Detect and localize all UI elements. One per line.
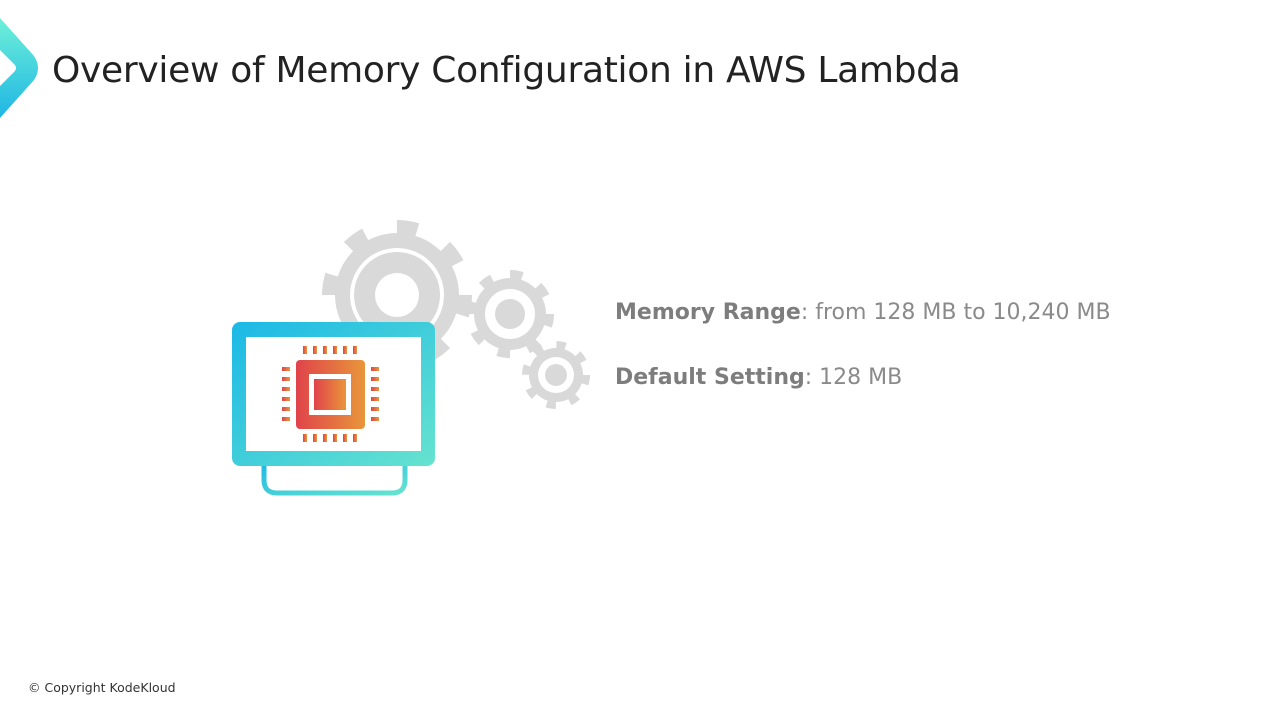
- memory-range-point: Memory Range: from 128 MB to 10,240 MB: [615, 300, 1111, 325]
- point-text: : 128 MB: [804, 365, 903, 390]
- medium-gear-icon: [466, 270, 554, 358]
- slide-title: Overview of Memory Configuration in AWS …: [52, 50, 961, 91]
- default-setting-point: Default Setting: 128 MB: [615, 365, 902, 390]
- point-text: : from 128 MB to 10,240 MB: [800, 300, 1111, 325]
- point-label: Default Setting: [615, 365, 805, 390]
- small-gear-icon: [522, 341, 590, 409]
- point-label: Memory Range: [615, 300, 801, 325]
- kodekloud-logo-icon: [0, 18, 38, 118]
- cpu-chip-icon: [282, 346, 379, 442]
- copyright-footer: © Copyright KodeKloud: [28, 680, 176, 695]
